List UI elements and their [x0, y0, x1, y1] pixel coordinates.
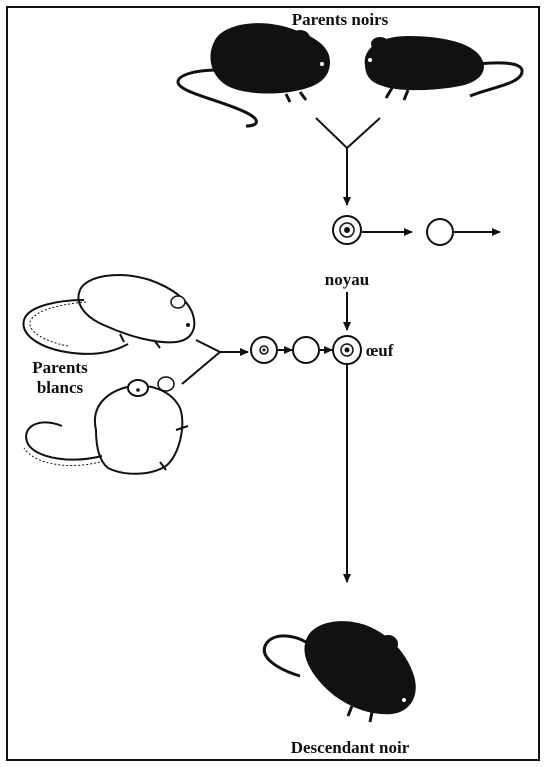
- cell-icon: [332, 215, 362, 245]
- y-connector: [315, 117, 381, 150]
- figure-frame: [6, 6, 540, 761]
- y-connector: [181, 339, 222, 385]
- label-parents-blancs-line2: blancs: [37, 378, 84, 397]
- cell-icon: [292, 336, 320, 364]
- label-noyau: noyau: [325, 270, 369, 289]
- cell-icon: [332, 335, 362, 365]
- label-oeuf: œuf: [366, 341, 394, 360]
- black-mouse-icon: [176, 23, 330, 128]
- black-mouse-icon: [262, 621, 416, 723]
- white-mouse-icon: [23, 376, 189, 475]
- black-mouse-icon: [364, 36, 524, 101]
- cell-icon: [250, 336, 278, 364]
- white-mouse-icon: [22, 274, 196, 355]
- label-parents-blancs-line1: Parents: [32, 358, 88, 377]
- label-descendant-noir: Descendant noir: [291, 738, 410, 757]
- cell-icon: [426, 218, 454, 246]
- label-parents-noirs: Parents noirs: [292, 10, 389, 29]
